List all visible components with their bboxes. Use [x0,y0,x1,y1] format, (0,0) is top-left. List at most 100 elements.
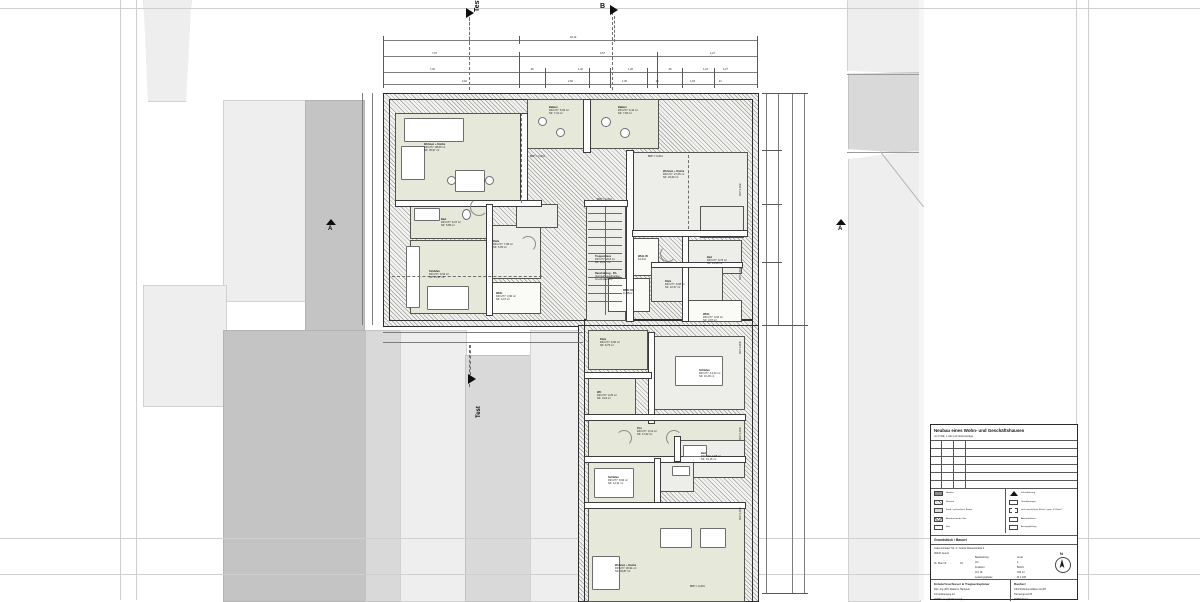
neighbor-parcel-w6 [400,330,467,602]
dimension-tick [714,68,715,88]
section-line-b-top [614,16,615,42]
legend-label: Sand / vorhandener Boden [946,509,972,511]
neighbor-parcel-w8 [530,330,580,602]
dimension-text: 7,07 [432,52,437,55]
dimension-text: 1,24 [703,68,708,71]
designer-header: Entwurfsverfasser & Tragwerksplaner [934,582,990,586]
neighbor-parcel-w1 [223,100,307,302]
room-label: BadDIN 277: 7,98 m²NF: 13,15 m² [701,452,721,462]
axis-line-horizontal [392,276,542,277]
dimension-tick [647,68,648,88]
site-edge-ne [847,74,919,75]
partition-3 [395,200,542,207]
dimension-line-bottom-upper [383,332,583,333]
room-label: SchlafenDIN 277: 13,22 m²NF: 16,29 m² [699,369,720,379]
room-label: SchlafenDIN 277: 9,53 m²NF: 13,97 m² [429,270,449,280]
legend-label: nicht unterkellerte Fläche / gem. § 6 Ba… [1021,509,1062,511]
site-boundary-right-2 [1088,0,1089,600]
room-label: BalkonDIN 277: 6,44 m²NF: 7,65 m² [618,106,638,116]
room-label-nf: NF: 3,16 m² [597,397,617,400]
dimension-tick [682,68,683,88]
legend-swatch-diag [934,500,943,505]
dimension-tick [762,325,808,326]
partition-6 [632,230,748,237]
fixture-balcony-planter [538,117,547,126]
designer-line1: Dipl.-Ing.(FH) Radomir Hartstein [934,588,970,591]
dimension-line-left-2 [362,93,363,325]
section-marker-a-left[interactable] [326,219,336,225]
brh-note-vertical: BRH 1,40m [739,507,742,520]
dimension-line-right-lower [766,325,767,593]
legend-label: Grundleitungen [1021,501,1036,503]
dimension-text-total: 18,10 [570,36,576,39]
neighbor-parcel-ne2 [848,72,921,154]
dimension-tick [589,68,590,88]
fixture-sofa [660,528,692,548]
brh-note: BRH = 0,20m [530,155,545,158]
legend-label: Bestand [946,501,954,503]
dimension-text: 2,66 [568,80,573,83]
site-boundary-left-2 [136,0,137,600]
fixture-chair [447,176,456,185]
dimension-text: 1,26 [628,68,633,71]
partition-8 [651,262,743,268]
dimension-text: 1,25 [622,80,627,83]
section-marker-test-top-label: Test [474,0,481,12]
dimension-text: 1,63 [690,80,695,83]
legend-label: Schnittführung [1021,492,1035,494]
dimension-tick [519,36,520,44]
dimension-text: 4,57 [600,52,605,55]
dimension-line-left-1 [372,93,373,325]
room-label-nf: NF: 7,65 m² [618,112,638,115]
section-marker-b-top-label: B [600,3,605,10]
dimension-tick [519,52,520,88]
dimension-tick [610,68,611,88]
dimension-text: 4,27 [710,52,715,55]
room-label-nf: NF: 3,97 m² [703,319,723,322]
partition-13 [654,458,661,508]
room-upper-mid-sub [516,204,558,228]
section-marker-test-mid[interactable] [468,374,476,384]
room-label: WHGDIN 277: 3,90 m²NF: 4,07 m² [496,292,516,302]
fixture-wc-bowl [462,209,471,220]
plot-section-header: Grundstück / Bauort [934,538,967,542]
neighbor-parcel-nw [143,0,192,102]
legend-swatch-dots [934,508,943,513]
legend-swatch-empty [1009,517,1018,522]
legend-swatch-empty [1009,525,1018,530]
project-title: Neubau eines Wohn- und Geschäftshauses [934,428,1024,433]
neighbor-parcel-w2 [305,100,365,332]
partition-11 [584,414,746,421]
dimension-text: .25 [655,80,658,83]
client-header: Bauherr [1014,582,1026,586]
client-line1: T&S Wohnimmobilien GmbH [1014,588,1046,591]
fixture-closet [406,246,420,308]
dimension-tick [762,93,808,94]
legend-label: Neu [946,526,950,528]
axis-line-vertical [688,155,689,229]
room-label-nf: NF: 13,15 m² [701,458,721,461]
partition-14 [584,502,746,509]
fixture-kitchen-unit [401,146,425,180]
neighbor-parcel-w3 [143,285,227,407]
room-label-nf: NF: 4,07 m² [496,298,516,301]
neighbor-parcel-w5 [365,330,402,602]
section-arrow-icon [468,374,476,384]
dimension-line-right-2 [778,93,779,325]
legend-swatch-cross [934,517,943,522]
section-marker-b-top[interactable] [610,5,618,15]
dimension-tick [757,36,758,88]
section-marker-test-top[interactable] [466,8,474,18]
plan-no-value: 01 [960,562,963,565]
brh-note: BRH = 0,20m [597,198,612,201]
dimension-text: .24 [718,80,721,83]
dimension-text: 4,27 [723,68,728,71]
room-label-din: 11,55m² [623,292,633,295]
fixture-balcony-planter [601,117,611,127]
section-marker-a-right[interactable] [836,219,846,225]
room-label: DieleDIN 277: 9,60 m²NF: 8,79 m² [600,338,620,348]
fixture-table [455,170,485,192]
room-label-nf: NF: 8,79 m² [600,344,620,347]
partition-7 [682,236,689,322]
legend-label: Abzubrechende Teile [946,518,966,520]
